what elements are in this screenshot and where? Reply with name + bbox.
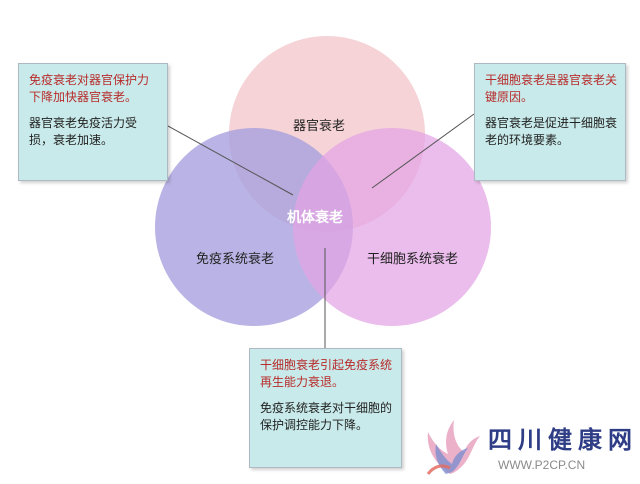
watermark-url: WWW.P2CP.CN [498, 458, 586, 472]
note-box-left: 免疫衰老对器官保护力下降加快器官衰老。 器官衰老免疫活力受损，衰老加速。 [18, 63, 168, 181]
note-box-right: 干细胞衰老是器官衰老关键原因。 器官衰老是促进干细胞衰老的环境要素。 [474, 63, 626, 181]
circle-immune-aging [155, 128, 353, 326]
note-box-bottom: 干细胞衰老引起免疫系统再生能力衰退。 免疫系统衰老对干细胞的保护调控能力下降。 [249, 348, 402, 468]
label-stem-aging: 干细胞系统衰老 [367, 252, 459, 267]
circle-stem-aging [293, 128, 491, 326]
label-body-aging: 机体衰老 [287, 210, 343, 226]
watermark: 四川健康网 WWW.P2CP.CN [416, 416, 636, 480]
connector-right [371, 113, 475, 189]
note-right-highlight: 干细胞衰老是器官衰老关键原因。 [485, 73, 618, 104]
phoenix-logo-icon [426, 420, 480, 475]
note-bottom-body: 免疫系统衰老对干细胞的保护调控能力下降。 [260, 401, 393, 432]
note-right-body: 器官衰老是促进干细胞衰老的环境要素。 [485, 116, 618, 147]
label-organ-aging: 器官衰老 [293, 119, 346, 134]
note-bottom-highlight: 干细胞衰老引起免疫系统再生能力衰退。 [260, 358, 393, 389]
watermark-site-name: 四川健康网 [488, 425, 638, 454]
connector-left [167, 125, 294, 196]
label-immune-aging: 免疫系统衰老 [196, 252, 275, 267]
note-left-body: 器官衰老免疫活力受损，衰老加速。 [29, 116, 138, 147]
note-left-highlight: 免疫衰老对器官保护力下降加快器官衰老。 [29, 73, 150, 104]
